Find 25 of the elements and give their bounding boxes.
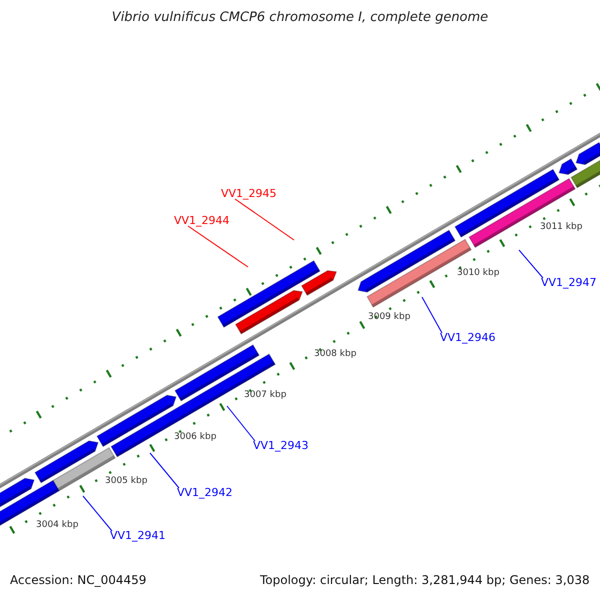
- title: Vibrio vulnificus CMCP6 chromosome I, complete genome: [110, 11, 490, 24]
- gene-label: VV1_2947: [541, 277, 597, 288]
- scale-label: 3008 kbp: [314, 350, 356, 359]
- leader-line: [150, 452, 180, 488]
- gene-label: VV1_2944: [174, 215, 230, 226]
- gene-label: VV1_2942: [177, 487, 233, 498]
- genome-info-text: Topology: circular; Length: 3,281,944 bp; Genes: 3,038: [260, 574, 590, 586]
- gene-label: VV1_2945: [221, 188, 277, 199]
- scale-label: 3010 kbp: [457, 269, 500, 278]
- scale-label: 3006 kbp: [174, 433, 216, 442]
- leader-line: [188, 226, 248, 268]
- gene-label: VV1_2941: [110, 530, 166, 541]
- scale-label: 3005 kbp: [105, 477, 148, 486]
- scale-label: 3011 kbp: [540, 223, 582, 232]
- scale-label: 3004 kbp: [36, 521, 78, 530]
- leader-line: [226, 406, 256, 442]
- scale-label: 3007 kbp: [244, 391, 286, 400]
- accession-text: Accession: NC_004459: [10, 574, 146, 586]
- gene-label: VV1_2943: [253, 440, 309, 451]
- scale-label: 3009 kbp: [368, 313, 410, 322]
- gene-label: VV1_2946: [440, 332, 496, 343]
- leader-line: [234, 198, 294, 240]
- leader-line: [518, 250, 544, 278]
- leader-line: [82, 496, 112, 532]
- leader-line: [422, 296, 442, 334]
